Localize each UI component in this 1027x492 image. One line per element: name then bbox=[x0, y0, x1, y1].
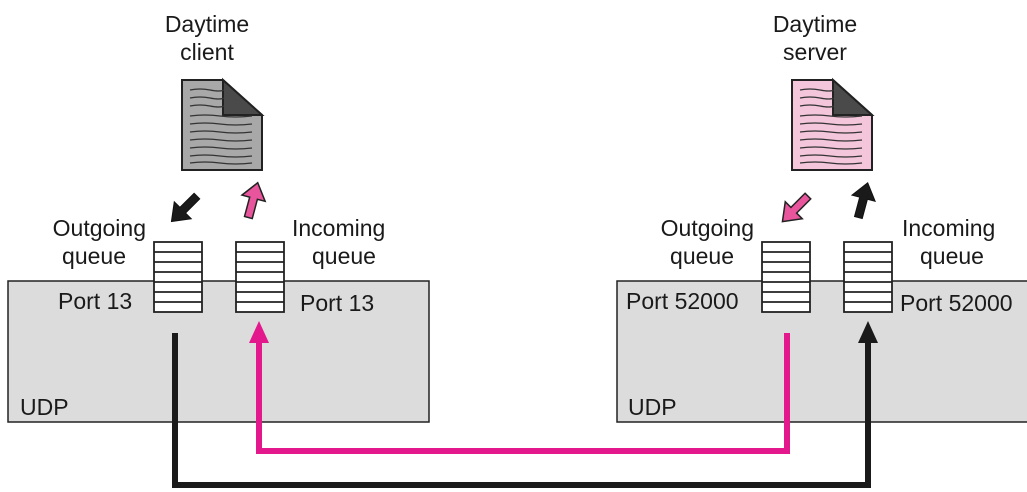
server-incoming-queue bbox=[843, 241, 893, 313]
server-incoming-label: Incoming bbox=[902, 215, 996, 241]
server-title: Daytime bbox=[772, 11, 858, 37]
client-incoming-queue bbox=[235, 241, 285, 313]
server-outgoing-queue bbox=[761, 241, 811, 313]
client-outgoing-port: Port 13 bbox=[58, 288, 133, 314]
client-in-arrow-icon bbox=[240, 181, 267, 220]
client-to-server-path bbox=[172, 333, 871, 488]
client-title-line2: client bbox=[180, 39, 234, 65]
server-to-client-path bbox=[256, 333, 790, 454]
client-incoming-label: Incoming bbox=[292, 215, 386, 241]
server-incoming-arrowhead-icon bbox=[858, 321, 878, 343]
server-in-arrow-icon bbox=[850, 181, 876, 220]
client-incoming-label-line2: queue bbox=[312, 243, 376, 269]
server-document-icon bbox=[791, 77, 875, 171]
server-incoming-port: Port 52000 bbox=[900, 290, 1013, 316]
server-outgoing-label-line2: queue bbox=[670, 243, 734, 269]
udp-box-client bbox=[7, 280, 430, 423]
client-udp-label: UDP bbox=[20, 394, 69, 420]
server-udp-label: UDP bbox=[628, 394, 677, 420]
client-out-arrow-icon bbox=[170, 192, 201, 223]
client-title: Daytime bbox=[164, 11, 250, 37]
client-document-icon bbox=[181, 77, 265, 171]
client-incoming-port: Port 13 bbox=[300, 290, 375, 316]
server-out-arrow-icon bbox=[781, 192, 812, 223]
server-incoming-label-line2: queue bbox=[920, 243, 984, 269]
udp-box-server bbox=[616, 280, 1027, 423]
client-outgoing-label-line2: queue bbox=[62, 243, 126, 269]
server-outgoing-port: Port 52000 bbox=[626, 288, 739, 314]
client-outgoing-queue bbox=[153, 241, 203, 313]
client-incoming-arrowhead-icon bbox=[249, 321, 269, 343]
server-title-line2: server bbox=[783, 39, 847, 65]
client-outgoing-label: Outgoing bbox=[52, 215, 146, 241]
server-outgoing-label: Outgoing bbox=[660, 215, 754, 241]
